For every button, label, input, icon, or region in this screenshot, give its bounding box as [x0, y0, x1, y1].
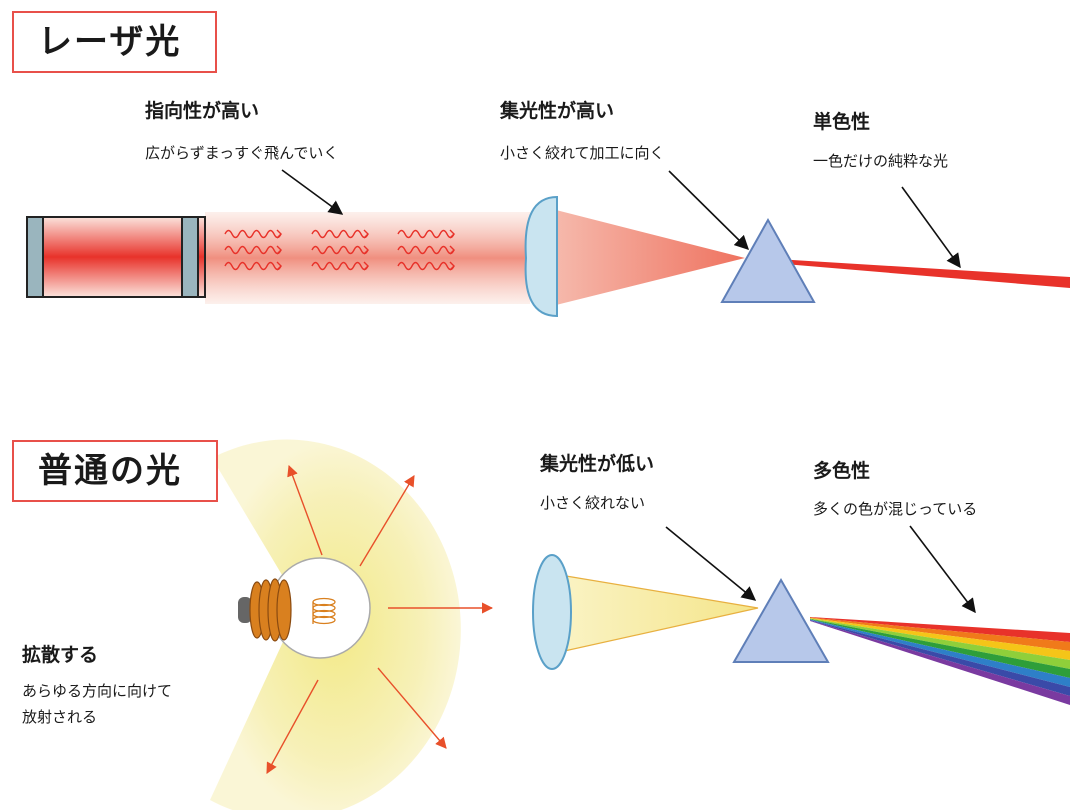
wave-arrowhead — [449, 261, 455, 271]
pointer-arrow-laser-focus — [668, 170, 750, 251]
ordinary-focus-cone — [559, 574, 759, 653]
laser-tube — [26, 216, 206, 298]
diffusion-heading: 拡散する — [22, 644, 99, 666]
radiation-arrow — [287, 464, 323, 556]
coherent-waves-icon — [224, 229, 455, 271]
laser-lens-icon — [524, 195, 558, 318]
laser-focus-cone — [556, 210, 745, 305]
ordinary-light-title: 普通の光 — [12, 440, 218, 502]
spectrum-band — [810, 617, 1070, 642]
wave-line — [224, 245, 282, 255]
spectrum-band — [810, 620, 1070, 705]
pointer-arrow-monochrome — [901, 186, 961, 269]
wave-arrowhead — [363, 245, 369, 255]
wave-line — [397, 245, 455, 255]
laser-focus-desc: 小さく絞れて加工に向く — [500, 144, 665, 162]
wave-arrowhead — [449, 245, 455, 255]
spectrum-band — [810, 618, 1070, 669]
ordinary-focus-heading: 集光性が低い — [540, 453, 655, 475]
directivity-heading: 指向性が高い — [145, 100, 260, 122]
wave-arrowhead — [449, 229, 455, 239]
wave-line — [397, 261, 455, 271]
spectrum-output-icon — [810, 617, 1070, 705]
wave-arrowhead — [276, 229, 282, 239]
directivity-desc: 広がらずまっすぐ飛んでいく — [145, 144, 339, 162]
diffusion-desc-line-2: 放射される — [22, 708, 98, 726]
ordinary-lens-icon — [532, 554, 572, 670]
wave-arrowhead — [276, 245, 282, 255]
laser-focus-heading: 集光性が高い — [500, 100, 615, 122]
pointer-arrow-polychrome — [909, 525, 976, 614]
light-bulb-icon — [238, 557, 371, 659]
pointer-arrow-ordinary-focus — [665, 526, 757, 601]
monochrome-heading: 単色性 — [813, 111, 871, 133]
laser-title: レーザ光 — [12, 11, 217, 73]
polychrome-desc: 多くの色が混じっている — [813, 500, 978, 518]
spectrum-band — [810, 617, 1070, 651]
laser-beam-glow — [205, 212, 530, 304]
wave-line — [311, 229, 369, 239]
wave-arrowhead — [363, 261, 369, 271]
wave-line — [311, 261, 369, 271]
spectrum-band — [810, 618, 1070, 660]
ordinary-prism-icon — [732, 577, 830, 663]
laser-prism-icon — [720, 217, 816, 303]
radiation-arrow — [377, 667, 447, 749]
wave-arrowhead — [363, 229, 369, 239]
spectrum-band — [810, 619, 1070, 687]
diffusion-desc: あらゆる方向に向けて 放射される — [22, 678, 172, 730]
wave-line — [311, 245, 369, 255]
diffusion-desc-line-1: あらゆる方向に向けて — [22, 682, 173, 700]
polychrome-heading: 多色性 — [813, 460, 871, 482]
spectrum-band — [810, 619, 1070, 678]
radiation-arrows — [266, 464, 494, 774]
wave-line — [397, 229, 455, 239]
wave-arrowhead — [276, 261, 282, 271]
radiation-arrow — [359, 475, 415, 567]
monochrome-desc: 一色だけの純粋な光 — [813, 152, 949, 170]
ordinary-focus-desc: 小さく絞れない — [540, 494, 646, 512]
wave-line — [224, 261, 282, 271]
spectrum-band — [810, 620, 1070, 696]
wave-line — [224, 229, 282, 239]
laser-output-beam — [760, 258, 1070, 288]
pointer-arrow-directivity — [281, 169, 344, 215]
radiation-arrow — [266, 679, 319, 774]
